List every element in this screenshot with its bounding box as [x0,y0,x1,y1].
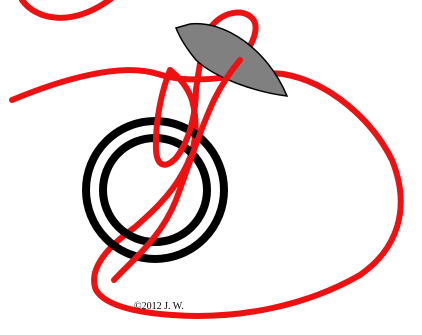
rope-top-left-arc [22,0,112,18]
copyright-notice: ©2012 J. W. [134,301,184,312]
grey-leaf-shape [176,24,287,96]
